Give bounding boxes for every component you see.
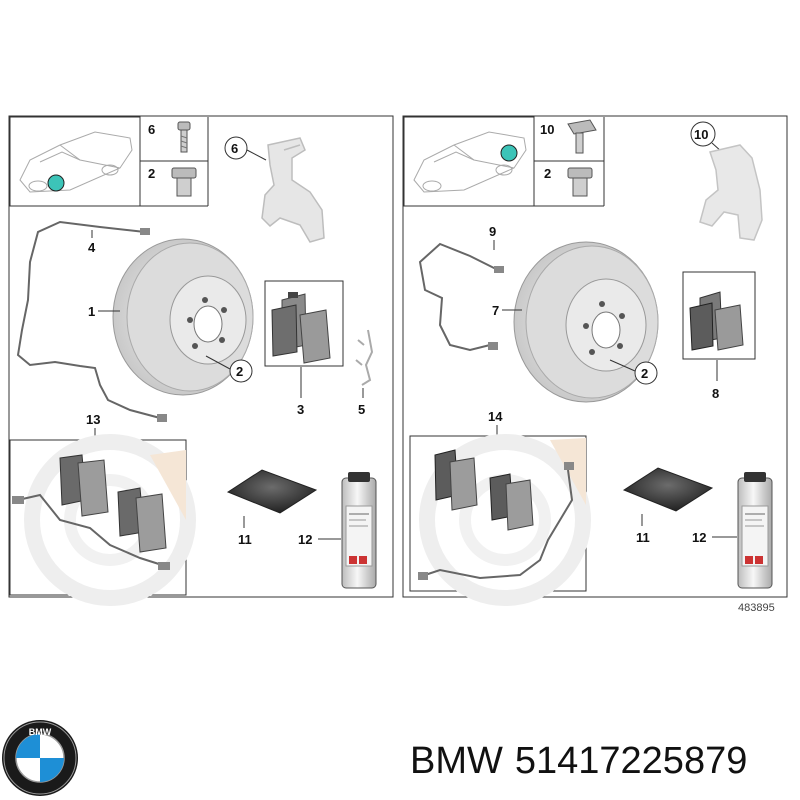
callout-12: 12	[298, 532, 312, 547]
brake-disc-rear	[513, 241, 659, 403]
callout-6-inset: 6	[148, 122, 155, 137]
callout-10-inset: 10	[540, 122, 554, 137]
callout-2-inset: 2	[148, 166, 155, 181]
drawing-number: 483895	[738, 602, 775, 614]
left-panel: 6 2 6 4	[8, 115, 394, 606]
callout-5: 5	[358, 402, 365, 417]
rear-axle-marker	[500, 144, 518, 162]
callout-11-rear: 11	[636, 530, 650, 545]
lubricant-sachet-rear	[622, 467, 714, 512]
guide-bolt-icon	[567, 167, 593, 197]
part-title: BMW 51417225879	[410, 736, 790, 786]
lubricant-sachet	[226, 469, 318, 514]
wear-sensor-cable	[16, 220, 161, 419]
logo-letters: BMW	[29, 727, 52, 737]
brake-pad-set-rear	[689, 291, 744, 351]
callout-12-rear: 12	[692, 530, 706, 545]
caliper-bolt-icon	[177, 121, 191, 153]
caliper-carrier-rear	[699, 144, 763, 241]
bmw-logo-icon: BMW	[2, 720, 78, 796]
right-panel: 10 2 10 9	[402, 115, 788, 614]
carrier-bolt-icon	[567, 119, 597, 154]
caliper-carrier	[261, 137, 325, 243]
callout-11: 11	[238, 532, 252, 547]
callout-2-inset-right: 2	[544, 166, 551, 181]
callout-14: 14	[488, 409, 503, 424]
callout-6: 6	[231, 141, 238, 156]
pad-kit-box	[9, 434, 196, 606]
callout-4: 4	[88, 240, 96, 255]
anti-rattle-clip	[355, 329, 374, 386]
car-outline-icon	[19, 131, 133, 193]
wear-sensor-cable-rear	[418, 242, 499, 352]
right-vehicle-inset: 10 2	[403, 116, 605, 207]
callout-3: 3	[297, 402, 304, 417]
pad-kit-box-rear	[409, 434, 591, 606]
front-axle-marker	[47, 174, 65, 192]
callout-7: 7	[492, 303, 499, 318]
callout-2-disc-rear: 2	[641, 366, 648, 381]
left-vehicle-inset: 6 2	[9, 116, 209, 207]
car-outline-icon	[413, 131, 527, 193]
brand-name: BMW	[410, 740, 503, 782]
guide-bolt-icon	[171, 167, 197, 197]
brake-disc	[112, 238, 254, 396]
callout-13: 13	[86, 412, 100, 427]
spray-can	[341, 472, 377, 589]
callout-8: 8	[712, 386, 719, 401]
brake-pad-set	[271, 292, 331, 364]
callout-9: 9	[489, 224, 496, 239]
part-number: 51417225879	[514, 740, 748, 782]
callout-2-disc: 2	[236, 364, 243, 379]
spray-can-rear	[737, 472, 773, 589]
callout-10: 10	[694, 127, 708, 142]
callout-1: 1	[88, 304, 95, 319]
